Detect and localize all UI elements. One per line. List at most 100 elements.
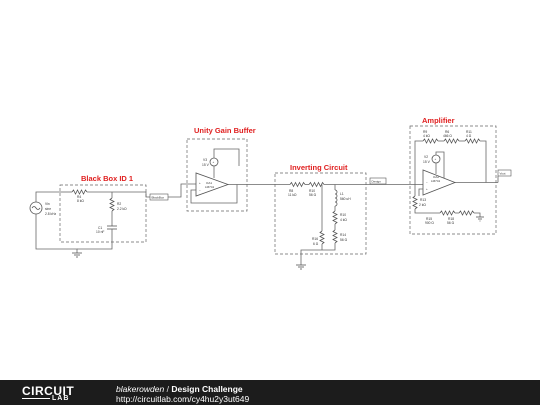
resistor-r18 xyxy=(458,210,475,216)
logo-wordmark-bottom: LAB xyxy=(52,395,70,402)
inverting-circuit-title: Inverting Circuit xyxy=(290,163,348,172)
resistor-r16 xyxy=(319,230,325,245)
r4-value-label: 8 kΩ xyxy=(77,199,84,203)
net-label-design-text: Design xyxy=(372,180,382,184)
amp-feedback-right-wire xyxy=(480,140,487,183)
oa2-minus-sign: − xyxy=(426,180,428,184)
resistor-r10-shunt xyxy=(332,210,338,225)
r14-value-label: 56 Ω xyxy=(340,238,348,242)
r13-value-label: 2 kΩ xyxy=(419,203,426,207)
v2-name-label: V2 xyxy=(424,155,428,159)
black-box-title: Black Box ID 1 xyxy=(81,174,133,183)
buffer-input-wire xyxy=(168,183,196,198)
r10-name-label: R10 xyxy=(309,189,315,193)
r18-name-label: R18 xyxy=(448,217,454,221)
l1-name-label: L1 xyxy=(340,192,344,196)
ground-icon xyxy=(72,252,82,258)
net-label-design: Design xyxy=(369,177,387,185)
r11-value-label: 4 Ω xyxy=(466,134,472,138)
net-label-blackbox: BlackBox xyxy=(149,193,169,201)
c1-value-label: 10 nF xyxy=(96,230,104,234)
source-wave-label: sine xyxy=(45,207,51,211)
inverting-ground-wire xyxy=(300,243,336,265)
r13-bottom-wire xyxy=(414,209,440,214)
oa1-name-label: OA1 xyxy=(206,181,212,185)
resistor-r14 xyxy=(332,229,338,244)
v3-value-label: 15 V xyxy=(202,163,210,167)
r2-name-label: R2 xyxy=(117,202,121,206)
v2-plus-icon: + xyxy=(435,157,437,161)
r8-value-label: 11 kΩ xyxy=(288,193,297,197)
v3-plus-icon: + xyxy=(213,160,215,164)
circuitlab-logo[interactable]: CIRCUIT LAB xyxy=(22,384,94,404)
credit-separator: / xyxy=(166,384,169,394)
resistor-r8 xyxy=(289,181,306,188)
r11-name-label: R11 xyxy=(466,130,472,134)
circuit-title: Design Challenge xyxy=(171,384,243,394)
net-label-vout: Vout xyxy=(497,169,512,177)
oa1-model-label: LM741 xyxy=(205,185,215,189)
r10b-name-label: R10 xyxy=(340,213,346,217)
logo-divider-line xyxy=(22,398,50,399)
oa1-minus-sign: − xyxy=(199,188,201,192)
v2-wire xyxy=(435,151,445,178)
amp-plus-input-wire xyxy=(418,188,423,196)
resistor-r15 xyxy=(439,210,456,216)
r4-name-label: R4 xyxy=(77,195,81,199)
amplifier-frame xyxy=(409,125,497,235)
logo-wordmark-top: CIRCUIT xyxy=(22,384,75,398)
r13-name-label: R13 xyxy=(420,198,426,202)
c1-name-label: C1 xyxy=(98,226,102,230)
source-ground-wire xyxy=(35,219,78,253)
black-box-output-wire xyxy=(87,191,150,198)
author-link[interactable]: blakerowden xyxy=(116,384,165,394)
r8-name-label: R8 xyxy=(289,189,293,193)
net-label-vout-text: Vout xyxy=(500,172,506,176)
r6-name-label: R6 xyxy=(445,130,449,134)
r18-ground-wire xyxy=(474,212,481,217)
net-label-blackbox-text: BlackBox xyxy=(152,196,165,200)
v2-value-label: 15 V xyxy=(423,160,431,164)
resistor-r2 xyxy=(109,197,115,212)
oa2-model-label: LM741 xyxy=(431,179,441,183)
r16-value-label: 6 Ω xyxy=(313,242,319,246)
r16-name-label: R16 xyxy=(312,237,318,241)
inductor-l1 xyxy=(334,189,338,207)
oa1-feedback-wire xyxy=(190,184,238,204)
source-name-label: Vin xyxy=(45,202,50,206)
oa2-plus-sign: + xyxy=(426,187,428,191)
opamp-oa1 xyxy=(195,172,230,197)
r6-value-label: 466 Ω xyxy=(443,134,452,138)
sine-wave-icon xyxy=(31,206,41,210)
c1-ground-wire xyxy=(77,229,113,250)
resistor-r13 xyxy=(412,195,418,210)
resistor-r11 xyxy=(464,138,481,144)
ground-icon xyxy=(296,264,306,270)
ground-icon xyxy=(476,216,484,222)
v3-top-wire xyxy=(213,148,240,166)
unity-buffer-title: Unity Gain Buffer xyxy=(194,126,256,135)
r2-value-label: 2.2 kΩ xyxy=(117,207,127,211)
schematic-svg: Black Box ID 1 Unity Gain Buffer Inverti… xyxy=(29,116,512,270)
oa2-name-label: OA2 xyxy=(433,175,439,179)
inverting-circuit-frame xyxy=(274,172,367,255)
circuit-url-link[interactable]: http://circuitlab.com/cy4hu2y3ut649 xyxy=(116,394,250,404)
resistor-r4 xyxy=(71,189,88,195)
r9-name-label: R9 xyxy=(423,130,427,134)
resistor-r6 xyxy=(443,138,460,144)
r15-value-label: 900 Ω xyxy=(425,221,434,225)
amp-feedback-left-wire xyxy=(414,140,423,183)
amplifier-title: Amplifier xyxy=(422,116,455,125)
schematic-canvas: Black Box ID 1 Unity Gain Buffer Inverti… xyxy=(29,116,512,270)
r14-name-label: R14 xyxy=(340,233,346,237)
r10-value-label: 56 Ω xyxy=(309,193,317,197)
footer-credit: blakerowden / Design Challenge xyxy=(116,384,243,394)
r10b-value-label: 4 kΩ xyxy=(340,218,347,222)
source-top-wire xyxy=(35,191,60,196)
black-box-frame xyxy=(59,184,147,243)
r18-value-label: 56 Ω xyxy=(447,221,455,225)
unity-buffer-frame xyxy=(186,138,248,212)
r9-value-label: 4 kΩ xyxy=(423,134,430,138)
resistor-r9 xyxy=(422,138,439,144)
resistor-r10-series xyxy=(308,181,325,188)
